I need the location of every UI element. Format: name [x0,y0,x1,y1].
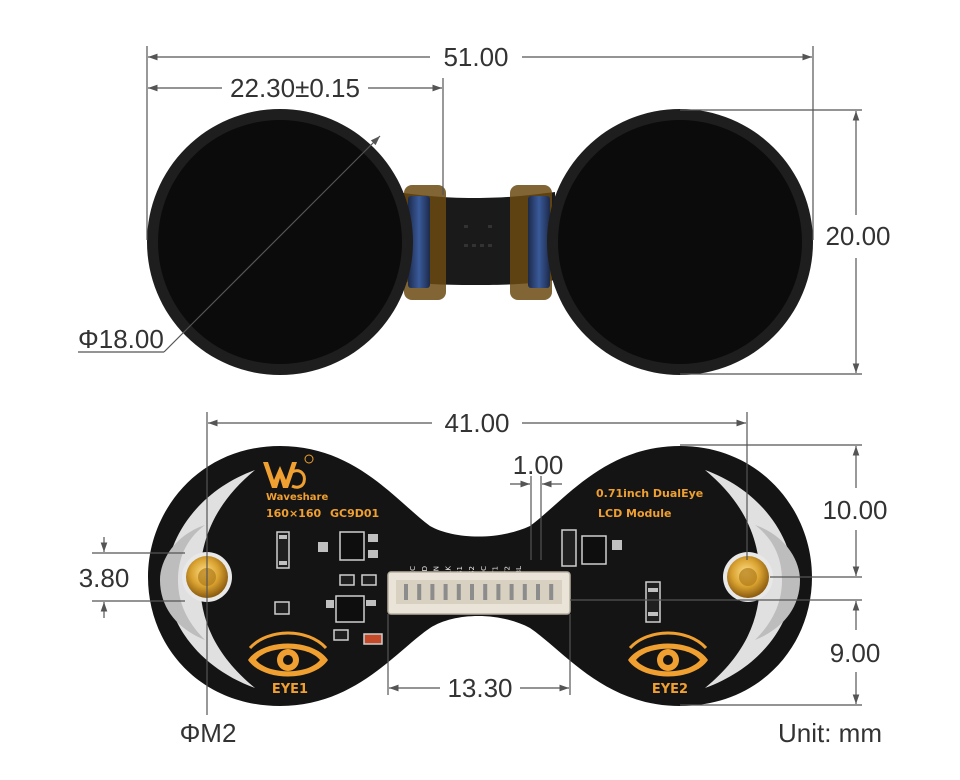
connector-pin [417,584,422,600]
resolution-label: 160×160 [266,507,321,520]
connector-pin [496,584,501,600]
front-display-left-glass [158,120,402,364]
connector-pin [509,584,514,600]
eye-label-right: EYE2 [652,682,688,697]
brand-label: Waveshare [266,492,328,503]
dim-hole-spacing: 41.00 [444,408,509,438]
product-label-line1: 0.71inch DualEye [596,487,703,500]
dim-diameter-leader [163,135,381,353]
back-silk-ring-right [755,525,800,640]
front-dimensions: 51.00 22.30±0.15 20.00 Φ18.00 [78,42,891,375]
unit-label: Unit: mm [778,718,882,748]
dim-diameter: Φ18.00 [78,324,164,354]
front-fpc-left [408,196,430,288]
back-silk-crescent-left [166,470,255,688]
dim-overall-width: 51.00 [443,42,508,72]
dim-lower-height: 9.00 [830,638,881,668]
smd-components [274,529,661,645]
connector-pin [430,584,435,600]
dim-hole-thread: ΦM2 [180,718,237,748]
connector-pin [404,584,408,600]
pin-label: DC [480,566,488,576]
connector-pin [483,584,488,600]
front-bridge-pads [464,225,492,247]
fpc-connector [387,571,571,615]
eye-icon-left [248,631,328,677]
back-dimensions: 41.00 1.00 10.00 9.00 3.80 13.30 ΦM2 [79,408,888,748]
dim-pin-pitch: 1.00 [513,450,564,480]
connector-pin [536,584,540,600]
connector-pin [522,584,527,600]
connector-pin [456,584,461,600]
front-fpc-right [528,196,550,288]
front-display-right-glass [558,120,802,364]
product-label-line2: LCD Module [598,507,671,520]
waveshare-logo-icon [263,454,314,489]
eye-label-left: EYE1 [272,682,308,697]
back-silk-ring-left [160,525,205,640]
dim-height: 20.00 [825,221,890,251]
back-view: Waveshare 160×160 GC9D01 0.71inch DualEy… [148,446,812,706]
front-view [147,109,813,375]
pin-label: BL [515,566,523,575]
dim-center-distance: 22.30±0.15 [230,73,360,103]
connector-pin [549,584,554,600]
eye-icon-right [628,631,708,677]
driver-label: GC9D01 [330,507,379,520]
back-silk-crescent-right [705,470,794,688]
connector-pin [470,584,474,600]
dim-connector-width: 13.30 [447,673,512,703]
connector-pin [443,584,448,600]
dim-hole-size: 3.80 [79,563,130,593]
dim-upper-height: 10.00 [822,495,887,525]
